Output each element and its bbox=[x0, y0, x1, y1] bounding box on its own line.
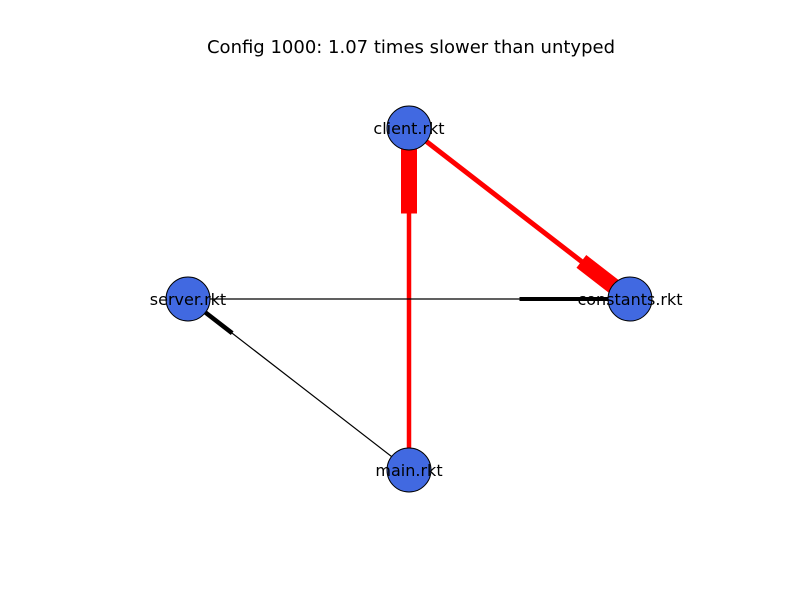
node-label: constants.rkt bbox=[577, 290, 682, 309]
node-constants: constants.rkt bbox=[577, 276, 683, 322]
edge-client-constants bbox=[407, 126, 635, 306]
node-label: client.rkt bbox=[373, 119, 444, 138]
node-circle bbox=[607, 276, 653, 322]
edges-layer bbox=[186, 126, 635, 471]
nodes-layer: client.rkt constants.rkt server.rkt main.rk… bbox=[150, 105, 683, 493]
node-client: client.rkt bbox=[373, 105, 445, 151]
node-circle bbox=[386, 105, 432, 151]
node-label: main.rkt bbox=[375, 461, 442, 480]
diagram-title: Config 1000: 1.07 times slower than unty… bbox=[207, 37, 615, 58]
edge-main-server bbox=[186, 297, 410, 471]
node-circle bbox=[386, 447, 432, 493]
node-main: main.rkt bbox=[375, 447, 443, 493]
node-label: server.rkt bbox=[150, 290, 226, 309]
node-server: server.rkt bbox=[150, 276, 226, 322]
node-circle bbox=[165, 276, 211, 322]
